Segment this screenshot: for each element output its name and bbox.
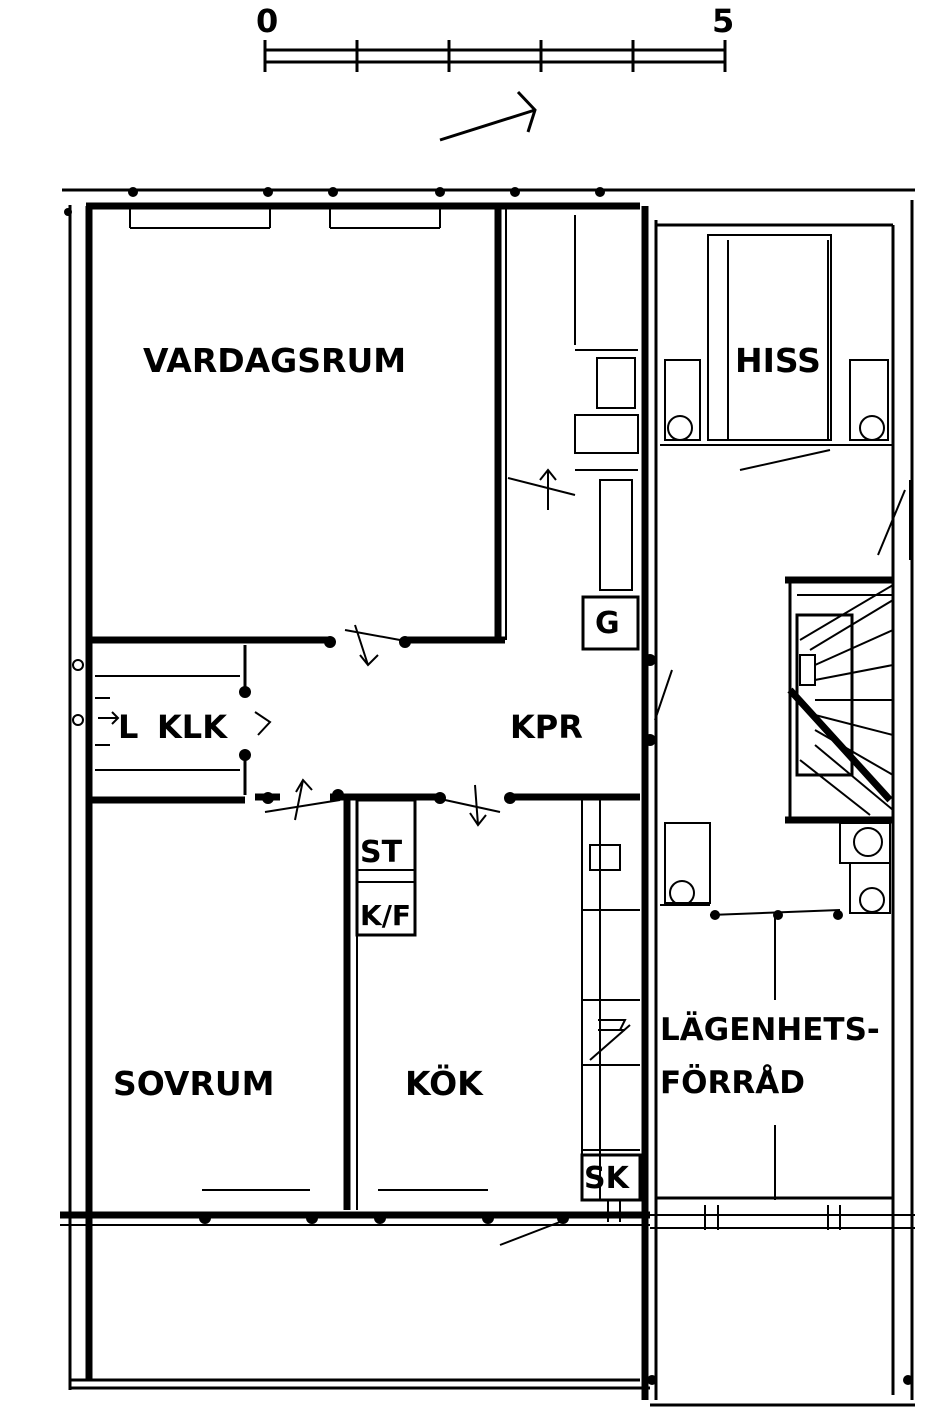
interior-walls — [89, 206, 642, 1210]
room-label-st: ST — [360, 835, 403, 870]
room-label-klk: KLK — [157, 708, 228, 746]
counter-fixture — [98, 711, 631, 1061]
door-markers — [254, 468, 576, 1246]
room-label-kpr: KPR — [510, 708, 583, 746]
windows-top — [64, 187, 605, 229]
room-label-kok: KÖK — [405, 1063, 484, 1103]
scale-bar: 0 5 — [256, 2, 734, 72]
staircase — [654, 489, 906, 916]
joint-dots — [72, 636, 913, 1385]
room-label-sovrum: SOVRUM — [113, 1064, 275, 1103]
room-label-vardagsrum: VARDAGSRUM — [143, 341, 406, 380]
room-label-kf: K/F — [360, 899, 411, 932]
storage-room — [607, 904, 893, 1230]
elevator — [660, 234, 893, 471]
scale-end-label: 5 — [712, 2, 734, 40]
room-label-lagenhets-line1: LÄGENHETS- — [660, 1012, 880, 1048]
room-label-hiss: HISS — [735, 341, 821, 380]
room-label-g: G — [595, 606, 620, 641]
room-labels: VARDAGSRUM HISS G L KLK KPR ST K/F SOVRU… — [113, 341, 880, 1196]
north-arrow-icon — [439, 90, 537, 142]
room-label-lagenhets-line2: FÖRRÅD — [660, 1064, 805, 1101]
room-label-sk: SK — [584, 1161, 631, 1196]
scale-start-label: 0 — [256, 2, 278, 40]
room-label-l: L — [118, 708, 138, 746]
